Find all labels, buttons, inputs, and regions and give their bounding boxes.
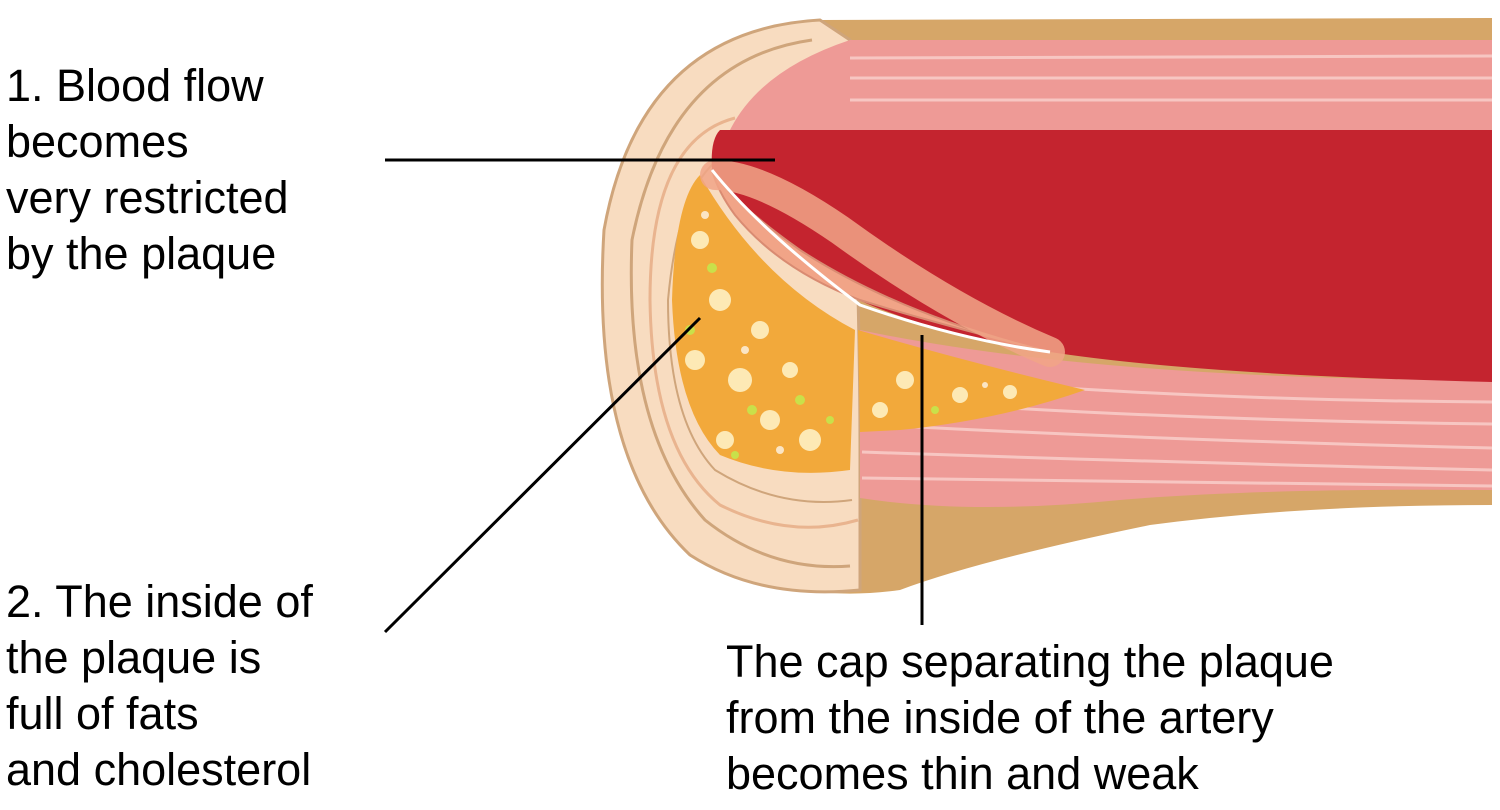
label-blood-flow: 1. Blood flow becomes very restricted by… <box>6 58 289 282</box>
label-line: becomes <box>6 116 189 167</box>
leader-line-plaque-inside <box>383 316 702 634</box>
label-cap: The cap separating the plaque from the i… <box>726 634 1334 802</box>
label-plaque-inside: 2. The inside of the plaque is full of f… <box>6 574 313 798</box>
label-line: and cholesterol <box>6 744 312 795</box>
label-line: becomes thin and weak <box>726 748 1199 799</box>
label-line: 2. The inside of <box>6 576 313 627</box>
label-line: The cap separating the plaque <box>726 636 1334 687</box>
leader-lines <box>383 158 924 634</box>
label-line: from the inside of the artery <box>726 692 1274 743</box>
label-line: the plaque is <box>6 632 262 683</box>
artery-lumen <box>711 130 1492 382</box>
label-line: 1. Blood flow <box>6 60 264 111</box>
plaque-fatty-core <box>672 175 1085 473</box>
label-line: by the plaque <box>6 228 277 279</box>
plaque-cap <box>700 160 1065 367</box>
label-line: very restricted <box>6 172 289 223</box>
label-line: full of fats <box>6 688 199 739</box>
